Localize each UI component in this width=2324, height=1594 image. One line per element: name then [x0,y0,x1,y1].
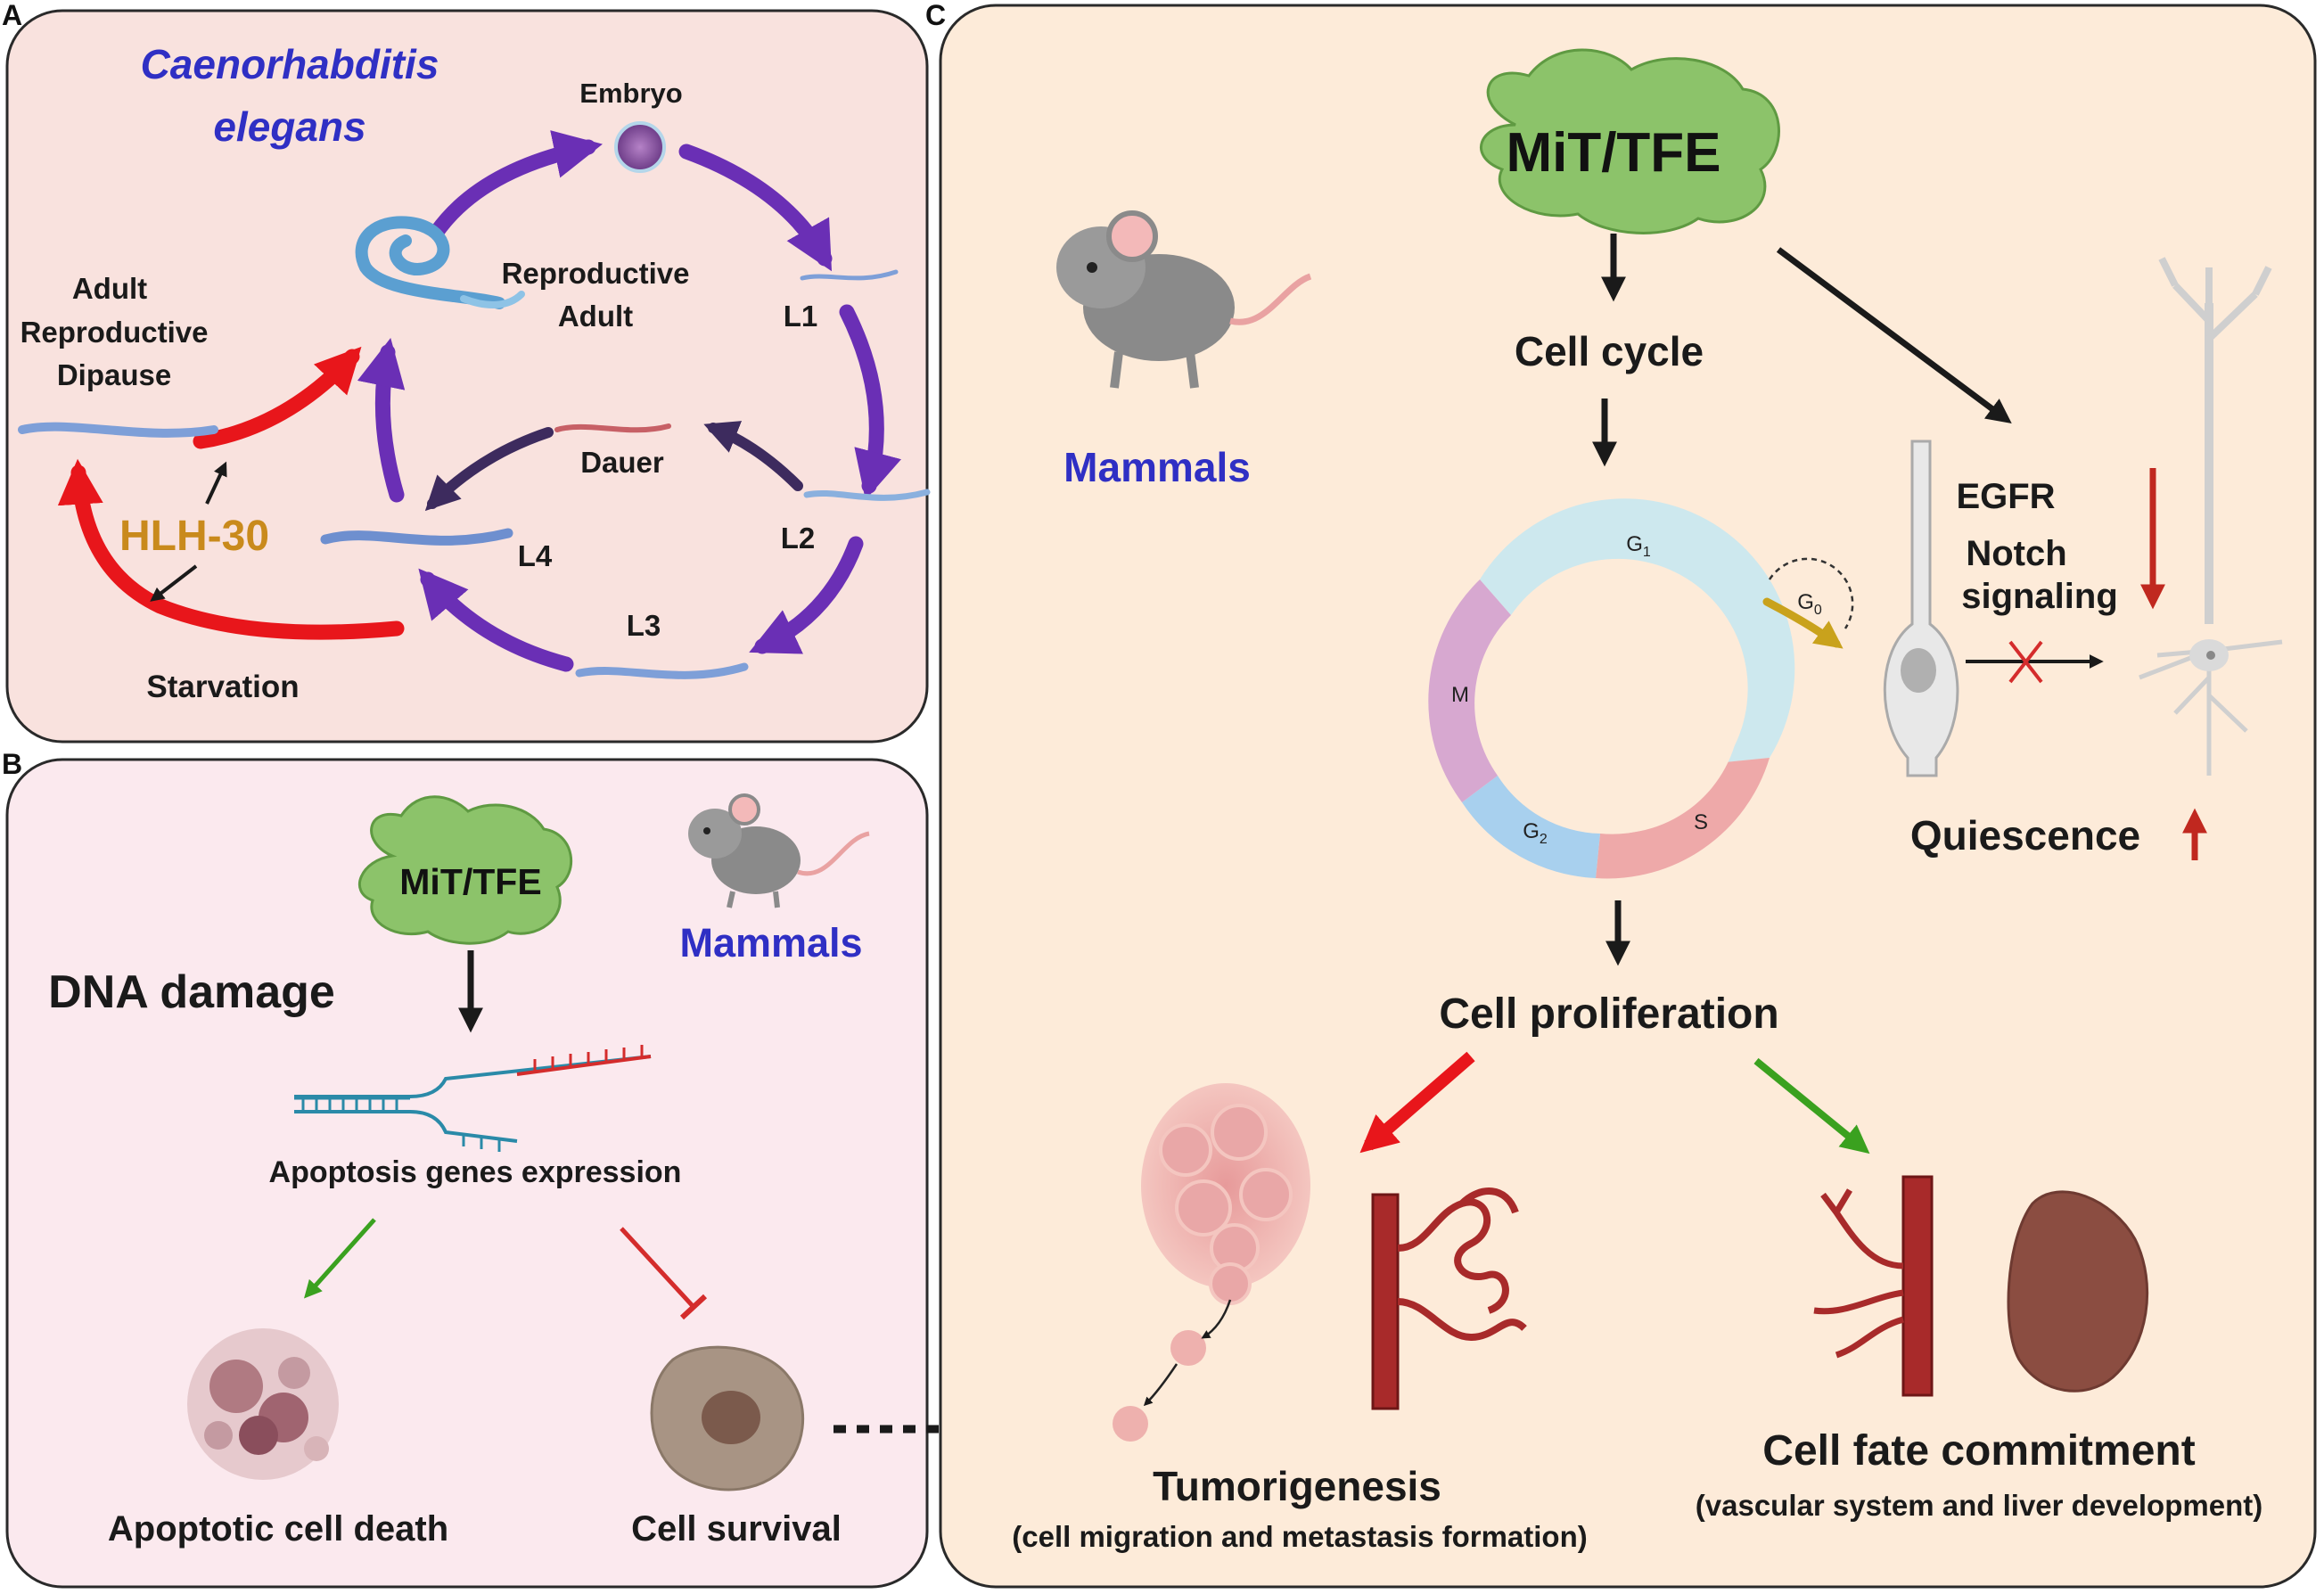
species-name-line2: elegans [213,103,365,150]
label-cell-cycle: Cell cycle [1515,328,1704,374]
label-mammals-b: Mammals [679,920,862,965]
label-g0: G0 [1797,590,1822,618]
arrow-l2-to-dauer [703,421,803,491]
arrow-adult-to-embryo [429,130,603,240]
phase-g2-segment [1462,776,1600,878]
g0-exit-arrow [1762,597,1844,649]
label-egfr: EGFR [1956,477,2055,516]
label-diapause-line2: Reproductive [21,316,209,349]
label-notch: Notch [1966,534,2066,573]
tumor-mass-icon [1113,1083,1310,1442]
label-diapause-line3: Dipause [57,358,171,391]
arrow-starvation-to-diapause [57,458,405,640]
arrow-embryo-to-l1 [678,144,833,272]
label-g1: G1 [1626,532,1651,560]
panel-b: B MiT/TFE Mammals DNA damage Apoptosis g… [2,748,1075,1589]
label-apoptotic-death: Apoptotic cell death [108,1509,448,1549]
arrow-diapause-to-adult [193,346,362,449]
label-l2: L2 [781,522,816,555]
mouse-icon-c [1056,210,1312,389]
label-mitf-b: MiT/TFE [399,861,541,902]
worm-dauer-icon [554,423,671,433]
embryo-icon [614,121,666,173]
blood-vessel-tumor-icon [1371,1187,1527,1410]
worm-l1-icon [800,269,899,281]
label-tumorigenesis: Tumorigenesis [1153,1463,1441,1509]
label-repro-adult-line2: Adult [558,300,633,333]
arrow-genes-to-death [304,1218,376,1299]
arrow-l1-to-l2 [839,304,901,500]
label-l1: L1 [784,300,818,333]
phase-s-segment [1596,758,1770,879]
panel-c: C MiT/TFE Mammals Cell cycle G1 S G2 [925,0,2317,1589]
phase-m-segment [1428,579,1511,802]
panel-a-box [5,9,929,744]
label-mammals-c: Mammals [1063,444,1251,490]
arrow-l4-to-adult [357,337,406,503]
mitf-cloud-icon [357,795,572,945]
arrow-l3-to-l4 [418,568,574,672]
arrow-proliferation-to-fate [1753,1057,1870,1154]
phase-g1-segment [1480,498,1795,762]
worm-adult-icon [355,216,505,309]
apoptotic-cell-icon [187,1328,339,1480]
worm-l3-icon [575,662,749,679]
label-mitf-c: MiT/TFE [1506,122,1720,184]
label-g2: G2 [1523,819,1548,847]
panel-a: A Caenorhabditis elegans Embryo Reproduc… [2,0,931,744]
label-cell-survival: Cell survival [631,1509,842,1549]
label-embryo: Embryo [579,78,682,109]
progenitor-cell-icon [1883,440,1959,777]
panel-c-letter: C [925,0,946,31]
label-repro-adult-line1: Reproductive [502,257,690,290]
arrow-dauer-to-l4 [424,427,554,512]
label-l4: L4 [518,539,553,572]
label-dauer: Dauer [580,446,664,479]
arrow-hlh30-to-starvation [150,564,198,602]
neuron-icon [2139,257,2283,776]
label-cell-proliferation: Cell proliferation [1439,990,1778,1038]
panel-a-letter: A [2,0,22,31]
worm-l2-icon [803,489,931,501]
label-cell-fate-sub: (vascular system and liver development) [1696,1489,2262,1522]
worm-diapause-icon [18,422,218,438]
label-tumorigenesis-sub: (cell migration and metastasis formation… [1012,1520,1587,1553]
label-signaling: signaling [1961,577,2118,616]
worm-adult-tail-icon [460,291,525,308]
label-diapause-line1: Adult [72,272,147,305]
block-cross-2 [2008,640,2043,684]
arrow-hlh30-to-diapause [205,461,227,505]
worm-l4-icon [320,528,513,546]
label-quiescence: Quiescence [1910,812,2140,859]
label-cell-fate: Cell fate commitment [1762,1427,2195,1475]
mouse-icon-b [688,793,870,908]
label-m: M [1451,683,1469,707]
arrow-mitf-to-signaling [1776,247,2012,424]
liver-icon [2007,1190,2149,1393]
blood-vessel-fate-icon [1813,1175,1934,1397]
label-s: S [1694,810,1708,834]
g0-dashed-loop [1768,557,1854,629]
arrow-l2-to-l3 [749,536,864,654]
surviving-cell-icon [650,1345,805,1491]
cell-cycle-wheel: G1 S G2 M G0 [1428,498,1854,879]
panel-b-letter: B [2,748,22,780]
label-apoptosis-genes: Apoptosis genes expression [269,1155,682,1189]
label-starvation: Starvation [146,670,299,704]
arrow-proliferation-to-tumor [1359,1051,1475,1154]
label-dna-damage: DNA damage [48,966,335,1018]
dna-icon [294,1045,652,1152]
label-hlh30: HLH-30 [119,513,269,560]
inhibit-genes-to-survival [620,1227,695,1309]
mitf-cloud-icon-c [1480,48,1780,234]
species-name-line1: Caenorhabditis [141,41,439,87]
inhibit-bar [679,1294,708,1320]
label-l3: L3 [627,609,661,642]
